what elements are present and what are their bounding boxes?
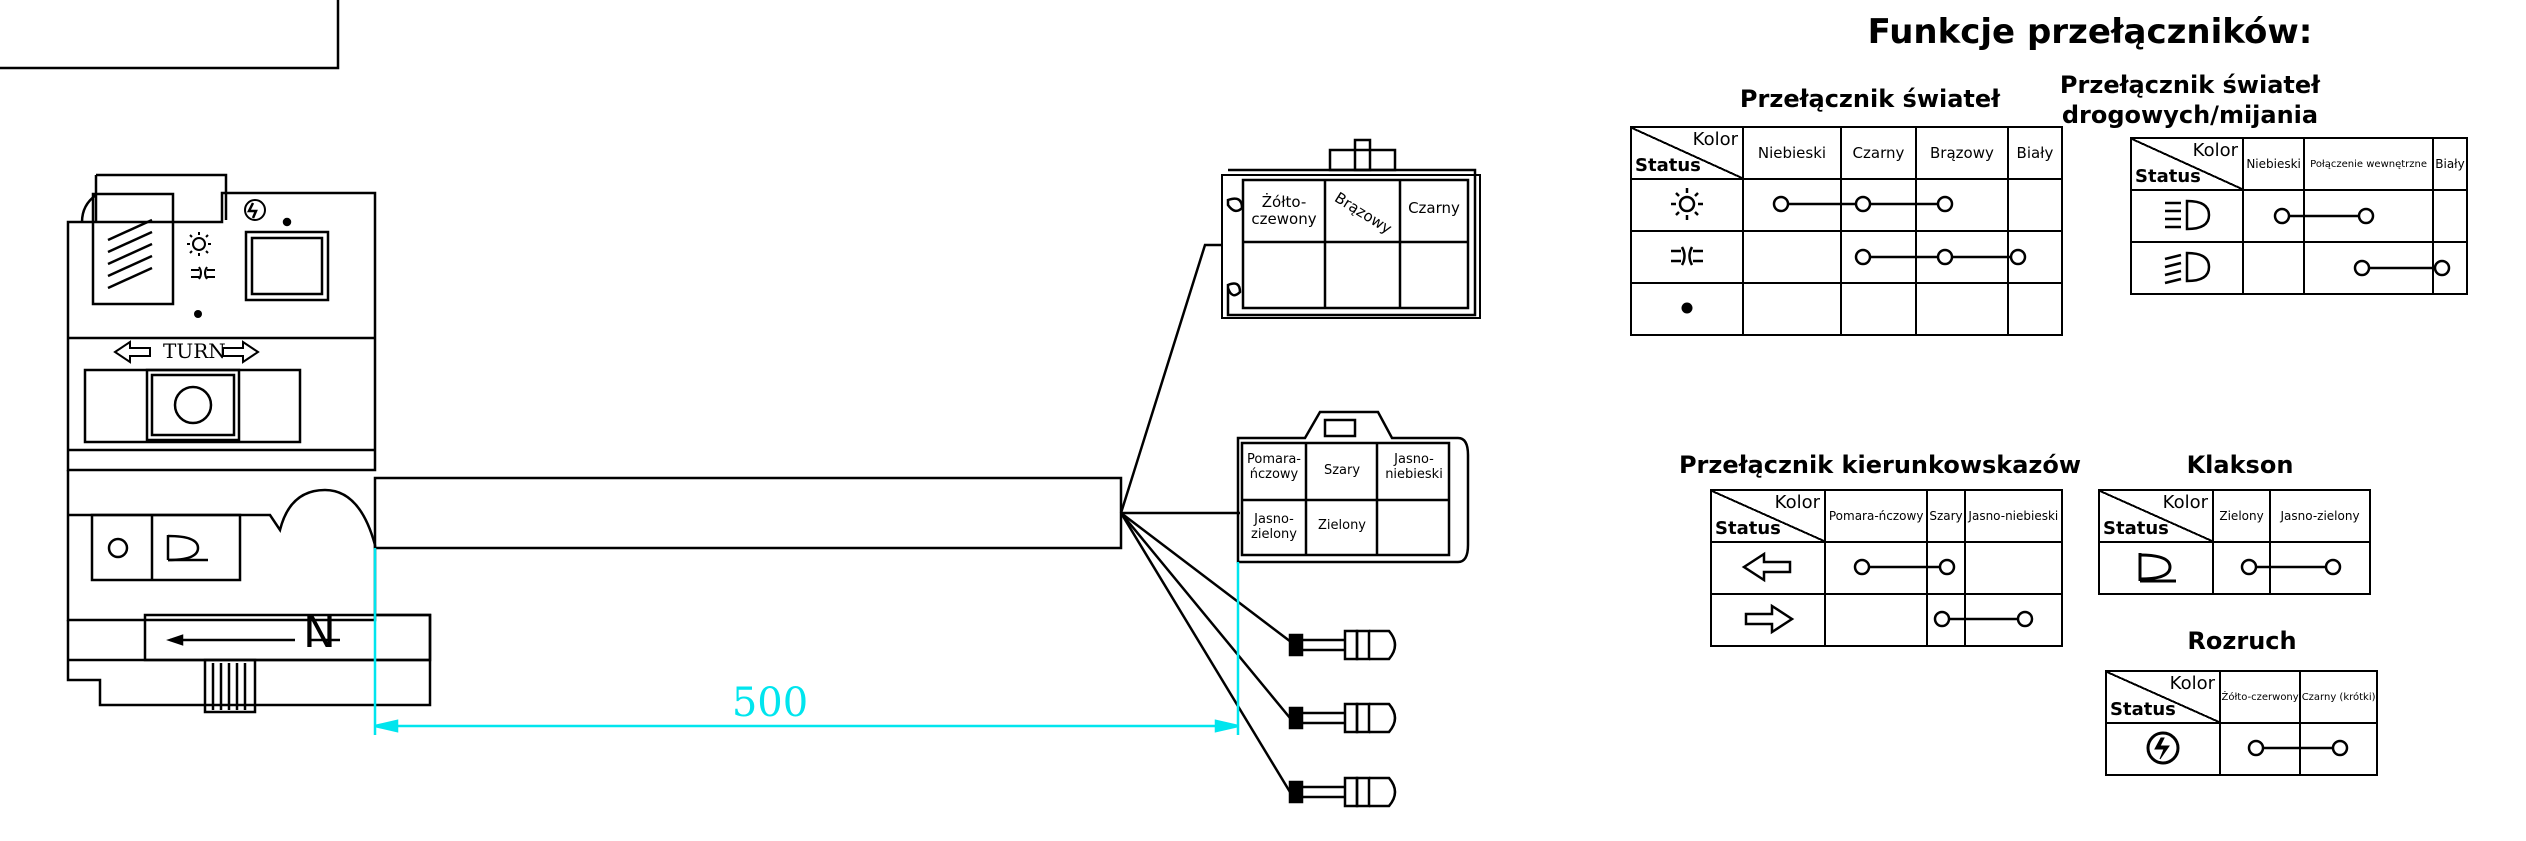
start-col-2: Czarny (krótki) [2299,670,2378,724]
lights-col-1: Niebieski [1742,126,1842,180]
sun-icon [1630,178,1744,232]
handlebar-switch-drawing [66,173,432,714]
neutral-label: N [303,607,336,658]
middle-connector [1236,410,1470,564]
dot-icon [1630,282,1744,336]
bullet-terminals [1288,629,1397,808]
switch-parking-icon [191,266,215,280]
lights-col-4: Biały [2006,126,2064,180]
cable [373,476,1123,550]
switch-dot-icon [194,310,202,318]
turn-arrows [113,340,260,364]
lights-col-3: Brązowy [1915,126,2009,180]
turn-label: TURN [163,339,226,363]
switch-starter-icon [244,199,266,221]
turn-table-title: Przełącznik kierunkowskazów [1678,451,2082,479]
dimension-line [373,548,1240,735]
top-connector [1221,138,1481,319]
low-beam-icon [2130,241,2244,295]
beam-col-1: Niebieski [2241,137,2306,191]
page-title: Funkcje przełączników: [1867,12,2313,52]
high-beam-icon [2130,189,2244,243]
turn-col-3: Jasno-niebieski [1963,489,2064,543]
beam-col-3: Biały [2431,137,2469,191]
lights-table-title: Przełącznik świateł [1739,85,2001,113]
left-arrow-icon [1710,541,1826,595]
connector-mid-wire-3: Jasno-niebieski [1385,452,1443,482]
connector-mid-wire-1: Pomara-ńczowy [1247,452,1301,482]
starter-icon [2105,722,2221,776]
horn-icon [2098,541,2214,595]
title-block-frame [0,0,340,70]
switch-sun-icon [187,232,211,256]
connector-top-wire-1: Żółto-czewony [1251,193,1317,228]
connector-mid-wire-5: Zielony [1317,518,1366,533]
parking-light-icon [1630,230,1744,284]
beam-col-2: Połączenie wewnętrzne [2303,137,2434,191]
horn-table-title: Klakson [2186,451,2294,479]
connector-mid-wire-4: Jasno-zielony [1251,512,1297,542]
start-table-title: Rozruch [2187,627,2297,655]
horn-col-1: Zielony [2211,489,2272,543]
switch-horn-icon [166,534,208,562]
turn-col-1: Pomara-ńczowy [1823,489,1929,543]
connector-top-wire-3: Czarny [1408,199,1460,217]
dimension-value: 500 [731,680,809,726]
turn-col-2: Szary [1926,489,1966,543]
lights-col-2: Czarny [1839,126,1918,180]
start-col-1: Żółto-czerwony [2218,670,2302,724]
right-arrow-icon [1710,593,1826,647]
horn-col-2: Jasno-zielony [2269,489,2371,543]
wires [1119,243,1296,793]
connector-mid-wire-2: Szary [1323,463,1361,478]
beam-table-title: Przełącznik świateł drogowych/mijania [2059,71,2321,129]
